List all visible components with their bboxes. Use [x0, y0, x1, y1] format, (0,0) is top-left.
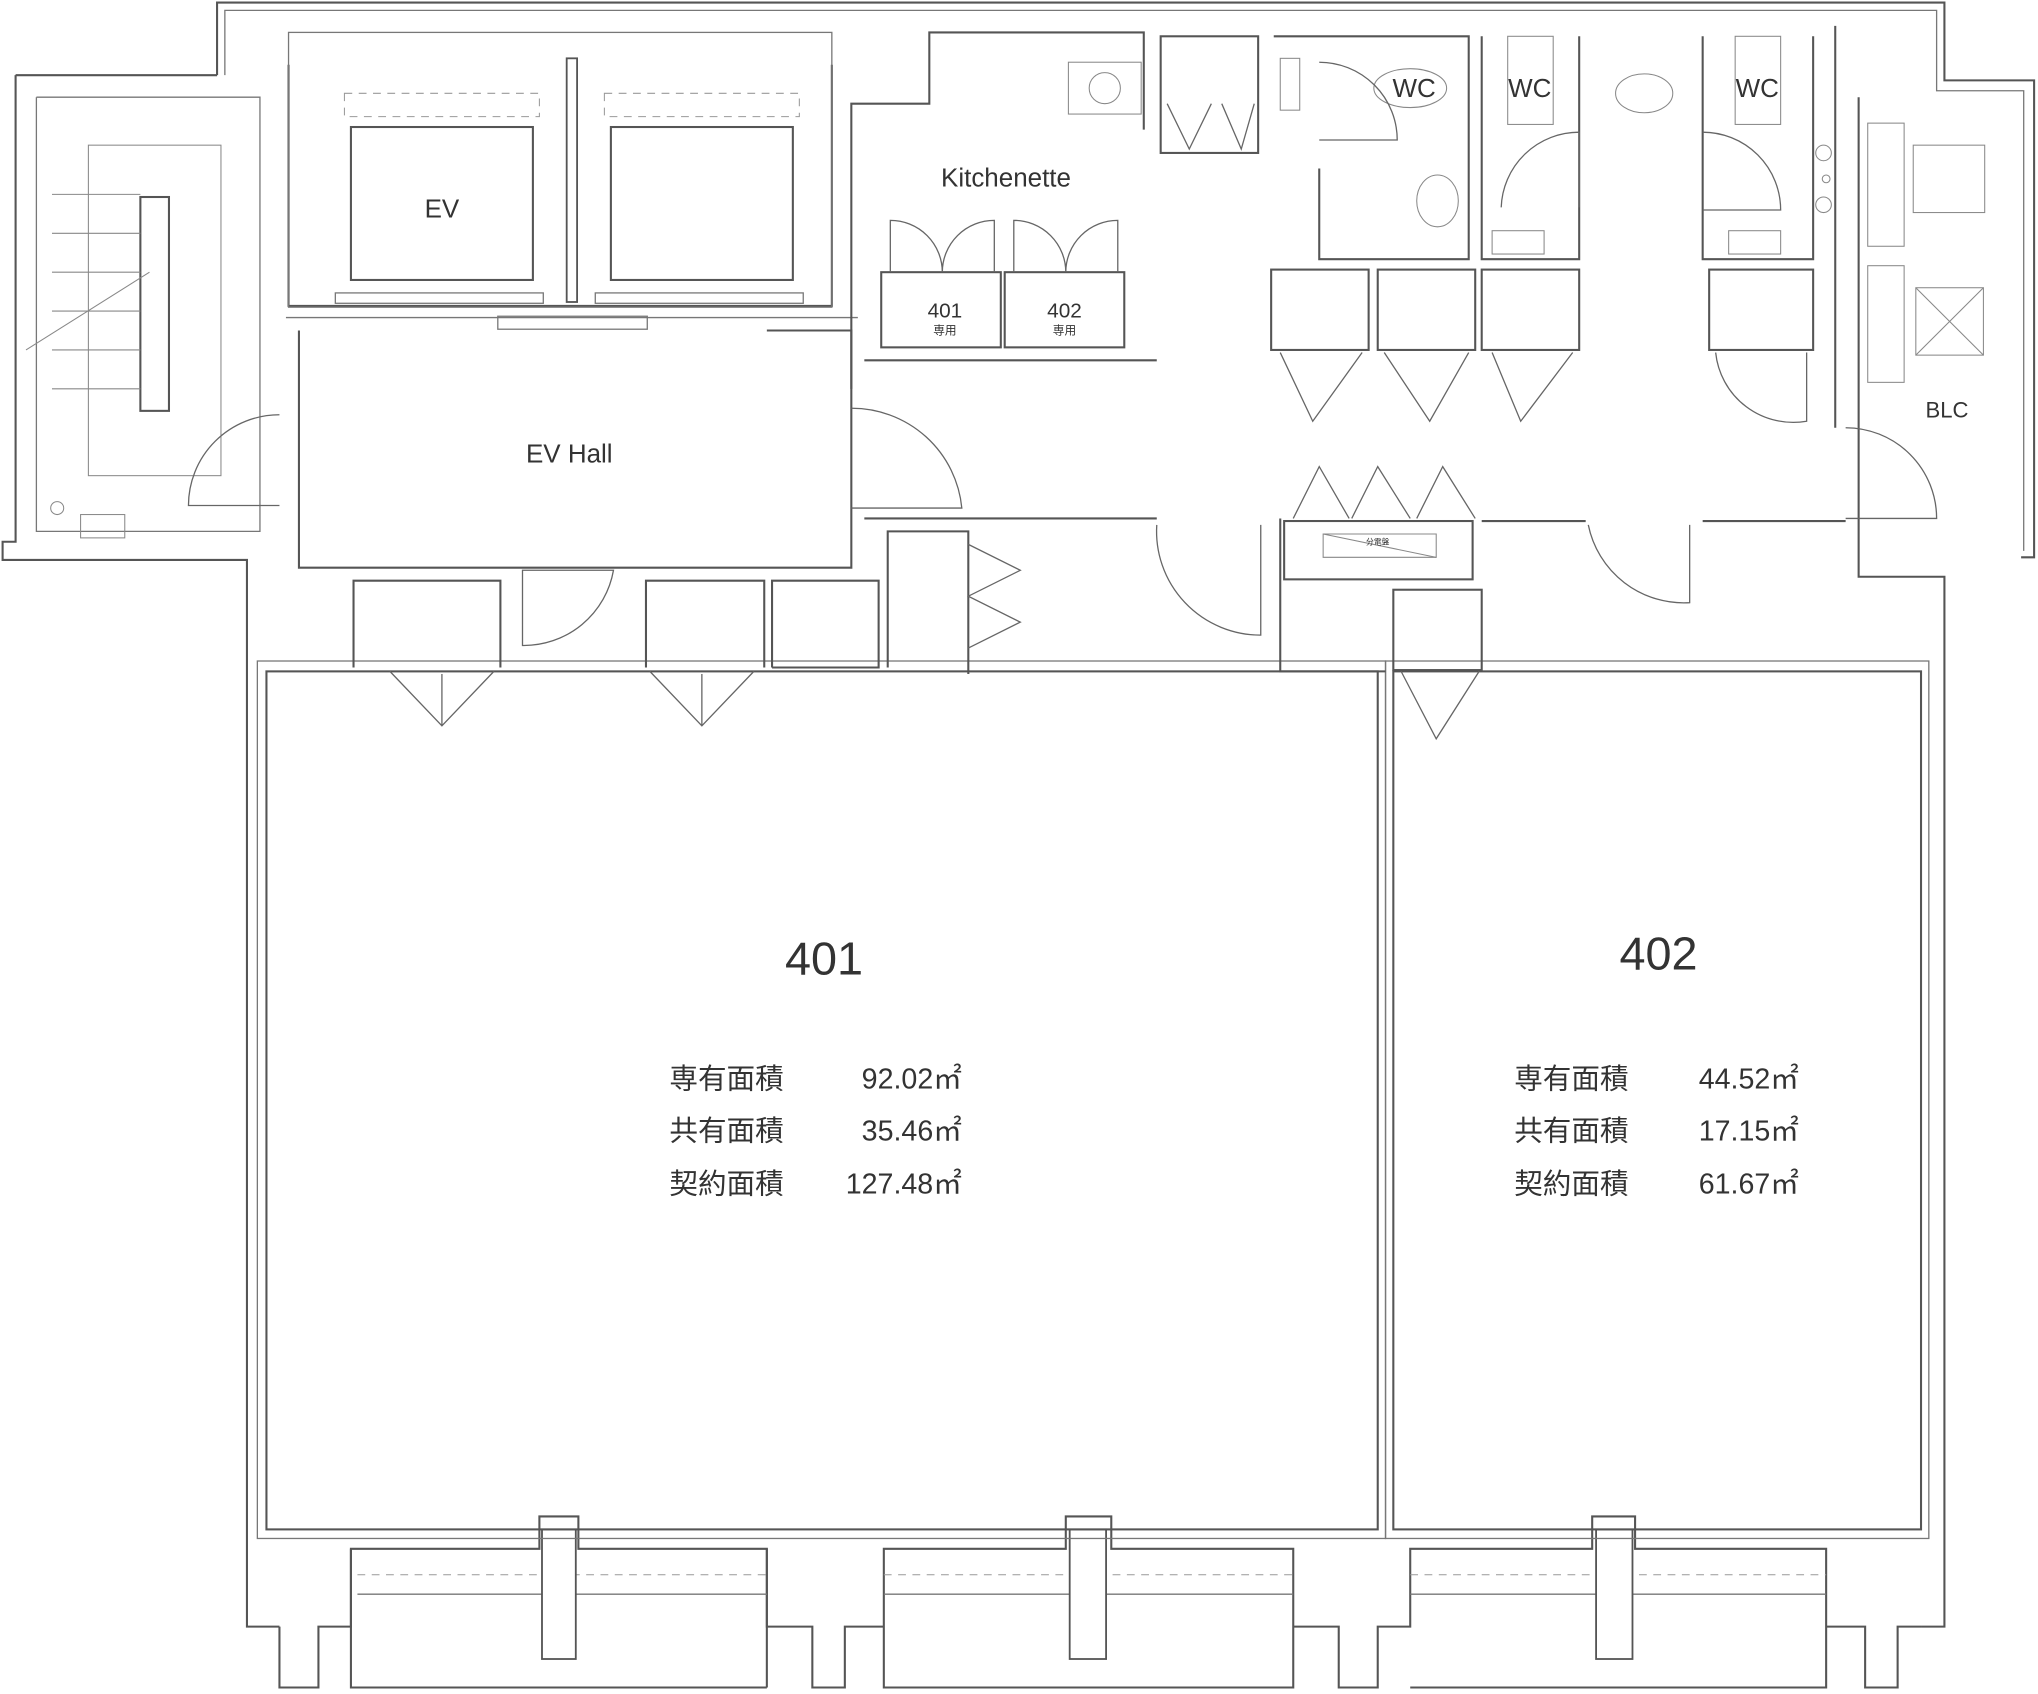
corridor-closets	[864, 268, 1938, 741]
area-label: 専有面積	[1514, 1064, 1628, 1096]
area-label: 共有面積	[669, 1116, 783, 1148]
ev-label: EV	[425, 196, 460, 224]
elevators	[287, 31, 833, 308]
locker-401-label: 401	[928, 300, 963, 323]
area-value: 35.46㎡	[862, 1116, 962, 1148]
area-label: 専有面積	[669, 1064, 783, 1096]
locker-401-sub: 専用	[933, 324, 956, 337]
area-value: 127.48㎡	[846, 1169, 962, 1201]
ev-hall	[187, 315, 963, 569]
area-value: 92.02㎡	[862, 1064, 962, 1096]
unit-402-info: 402 専有面積 44.52㎡ 共有面積 17.15㎡ 契約面積 61.67㎡	[1514, 928, 1799, 1201]
blc-equipment	[1834, 25, 1986, 428]
kitchenette-label: Kitchenette	[941, 165, 1071, 193]
panel-label: 分電盤	[1366, 536, 1390, 546]
area-label: 共有面積	[1514, 1116, 1628, 1148]
area-value: 44.52㎡	[1699, 1064, 1799, 1096]
wc-label-1: WC	[1392, 75, 1435, 103]
blc-label: BLC	[1926, 397, 1969, 422]
locker-402-sub: 専用	[1053, 324, 1076, 337]
unit-401-area	[265, 670, 1379, 1531]
area-value: 17.15㎡	[1699, 1116, 1799, 1148]
unit-name: 402	[1619, 928, 1697, 980]
unit-401-info: 401 専有面積 92.02㎡ 共有面積 35.46㎡ 契約面積 127.48㎡	[669, 933, 961, 1201]
stairs	[25, 144, 222, 539]
area-value: 61.67㎡	[1699, 1169, 1799, 1201]
closets	[352, 530, 1022, 727]
unit-402-area	[1392, 670, 1923, 1531]
area-label: 契約面積	[1514, 1169, 1628, 1201]
restrooms	[1273, 35, 1832, 261]
locker-402-label: 402	[1047, 300, 1082, 323]
wc-label-3: WC	[1736, 75, 1779, 103]
wc-label-2: WC	[1508, 75, 1551, 103]
kitchenette	[850, 31, 1260, 389]
unit-name: 401	[785, 933, 863, 985]
area-label: 契約面積	[669, 1169, 783, 1201]
ev-hall-label: EV Hall	[526, 441, 613, 469]
